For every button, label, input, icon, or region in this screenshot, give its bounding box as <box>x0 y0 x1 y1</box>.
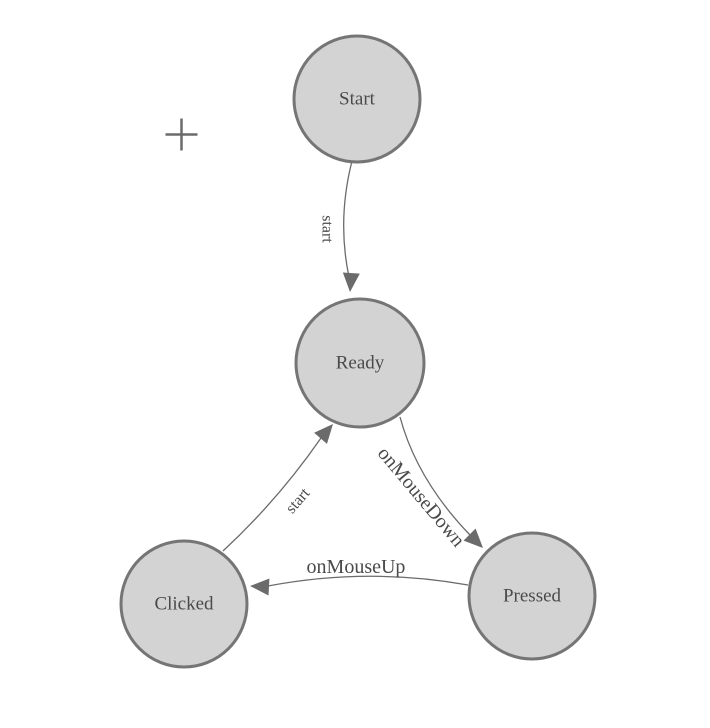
plus-crosshair-icon <box>165 118 198 151</box>
edge-label-start-2: start <box>283 485 314 517</box>
edge-ready-to-pressed-line[interactable] <box>399 416 471 536</box>
edge-label-onmousedown: onMouseDown <box>373 443 469 552</box>
edge-label-start-1: start <box>319 215 336 243</box>
edge-ready-to-pressed: onMouseDown <box>373 416 483 552</box>
edge-clicked-to-ready: start <box>222 424 333 552</box>
edge-start-to-ready: start <box>319 160 360 292</box>
node-clicked[interactable]: Clicked <box>119 539 249 669</box>
arrowhead-clicked-from-pressed <box>250 578 270 596</box>
edge-pressed-to-clicked: onMouseUp <box>250 556 469 596</box>
edge-start-to-ready-line[interactable] <box>343 160 353 278</box>
arrowhead-ready-from-start <box>342 272 360 292</box>
arrowhead-pressed-from-ready <box>463 528 483 548</box>
edge-label-onmouseup: onMouseUp <box>307 556 406 578</box>
edge-clicked-to-ready-line[interactable] <box>222 437 322 552</box>
node-pressed[interactable]: Pressed <box>467 531 597 661</box>
arrowhead-ready-from-clicked <box>314 424 333 444</box>
node-ready[interactable]: Ready <box>294 297 426 429</box>
edge-pressed-to-clicked-line[interactable] <box>267 575 469 587</box>
node-start[interactable]: Start <box>292 34 422 164</box>
